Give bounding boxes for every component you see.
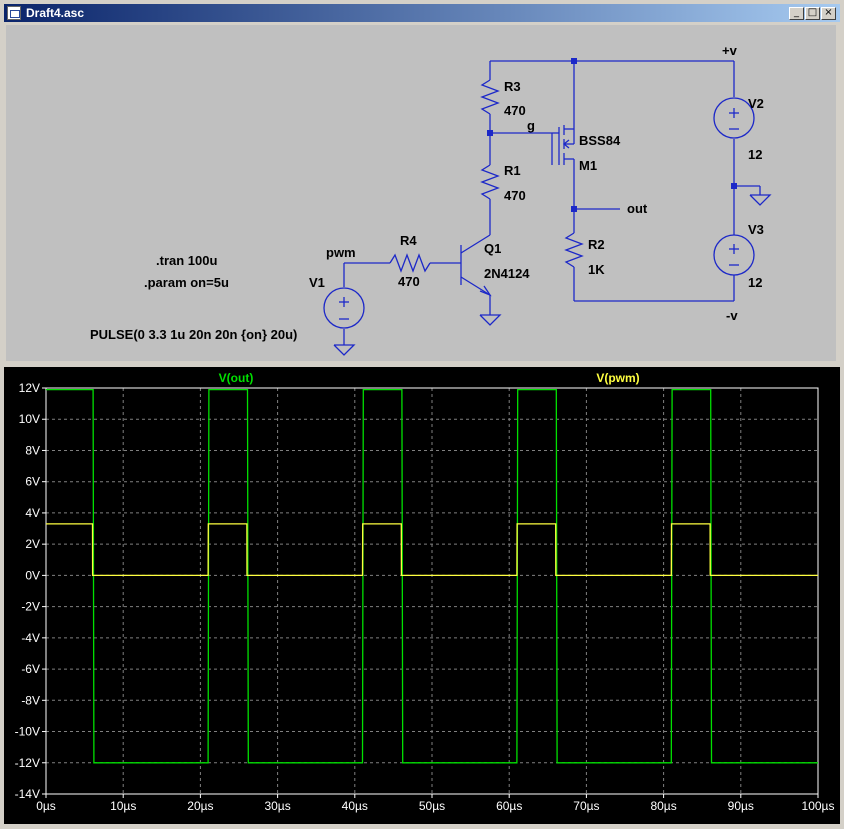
schematic-canvas[interactable]: R3 470 R1 470 R4 470 R2 1K Q1 2N4124 BSS… bbox=[6, 25, 836, 361]
v2-name[interactable]: V2 bbox=[748, 96, 764, 111]
y-tick-label: 12V bbox=[19, 381, 40, 395]
y-tick-label: -2V bbox=[21, 600, 40, 614]
x-tick-label: 30µs bbox=[264, 799, 290, 813]
net-label-pwm[interactable]: pwm bbox=[326, 245, 356, 260]
waveform-plot[interactable]: 0µs 10µs 20µs 30µs 40µs 50µs 60µs 70µs 80µs 90µs 1… bbox=[4, 367, 840, 824]
x-tick-label: 100µs bbox=[802, 799, 835, 813]
restore-button[interactable]: □ bbox=[805, 7, 820, 20]
q1-model[interactable]: 2N4124 bbox=[484, 266, 530, 281]
y-tick-label: -4V bbox=[21, 631, 40, 645]
directive-tran[interactable]: .tran 100u bbox=[156, 253, 217, 268]
window-titlebar[interactable]: Draft4.asc _ □ × bbox=[4, 4, 840, 22]
v2-value[interactable]: 12 bbox=[748, 147, 762, 162]
y-tick-label: 10V bbox=[19, 412, 40, 426]
y-tick-label: 2V bbox=[25, 537, 40, 551]
r3-name[interactable]: R3 bbox=[504, 79, 521, 94]
y-tick-label: -8V bbox=[21, 693, 40, 707]
legend-vpwm: V(pwm) bbox=[596, 371, 639, 385]
x-tick-label: 90µs bbox=[728, 799, 754, 813]
y-tick-label: -6V bbox=[21, 662, 40, 676]
x-tick-label: 0µs bbox=[36, 799, 56, 813]
r1-value[interactable]: 470 bbox=[504, 188, 526, 203]
plot-frame bbox=[45, 387, 819, 795]
v1-name[interactable]: V1 bbox=[309, 275, 325, 290]
r4-name[interactable]: R4 bbox=[400, 233, 417, 248]
net-label-minus-v[interactable]: -v bbox=[726, 308, 738, 323]
m1-model[interactable]: BSS84 bbox=[579, 133, 621, 148]
v1-pulse-spec[interactable]: PULSE(0 3.3 1u 20n 20n {on} 20u) bbox=[90, 327, 297, 342]
junction-dot bbox=[571, 206, 577, 212]
y-tick-label: -12V bbox=[15, 756, 40, 770]
x-tick-label: 10µs bbox=[110, 799, 136, 813]
net-label-g[interactable]: g bbox=[527, 118, 535, 133]
minimize-button[interactable]: _ bbox=[789, 7, 804, 20]
r1-name[interactable]: R1 bbox=[504, 163, 521, 178]
net-label-out[interactable]: out bbox=[627, 201, 648, 216]
y-tick-label: -14V bbox=[15, 787, 40, 801]
net-label-plus-v[interactable]: +v bbox=[722, 43, 738, 58]
directive-param[interactable]: .param on=5u bbox=[144, 275, 229, 290]
m1-name[interactable]: M1 bbox=[579, 158, 597, 173]
x-tick-label: 80µs bbox=[650, 799, 676, 813]
x-tick-label: 50µs bbox=[419, 799, 445, 813]
junction-dot bbox=[571, 58, 577, 64]
v3-name[interactable]: V3 bbox=[748, 222, 764, 237]
junction-dot bbox=[731, 183, 737, 189]
r2-name[interactable]: R2 bbox=[588, 237, 605, 252]
x-tick-label: 70µs bbox=[573, 799, 599, 813]
close-button[interactable]: × bbox=[821, 7, 836, 20]
waveform-chart[interactable]: 0µs 10µs 20µs 30µs 40µs 50µs 60µs 70µs 80µs 90µs 1… bbox=[4, 367, 840, 824]
window-title: Draft4.asc bbox=[26, 6, 85, 20]
junction-dot bbox=[487, 130, 493, 136]
y-tick-label: 6V bbox=[25, 475, 40, 489]
x-tick-label: 60µs bbox=[496, 799, 522, 813]
series-line-vpwm bbox=[46, 523, 818, 577]
series-line-vout bbox=[46, 388, 818, 764]
x-tick-label: 40µs bbox=[342, 799, 368, 813]
legend-vout: V(out) bbox=[219, 371, 254, 385]
r3-value[interactable]: 470 bbox=[504, 103, 526, 118]
q1-name[interactable]: Q1 bbox=[484, 241, 501, 256]
x-tick-label: 20µs bbox=[187, 799, 213, 813]
v3-value[interactable]: 12 bbox=[748, 275, 762, 290]
y-tick-label: 8V bbox=[25, 443, 40, 457]
app-icon bbox=[7, 6, 21, 20]
y-tick-label: 0V bbox=[25, 568, 40, 582]
r4-value[interactable]: 470 bbox=[398, 274, 420, 289]
r2-value[interactable]: 1K bbox=[588, 262, 605, 277]
y-tick-label: -10V bbox=[15, 725, 40, 739]
y-tick-label: 4V bbox=[25, 506, 40, 520]
